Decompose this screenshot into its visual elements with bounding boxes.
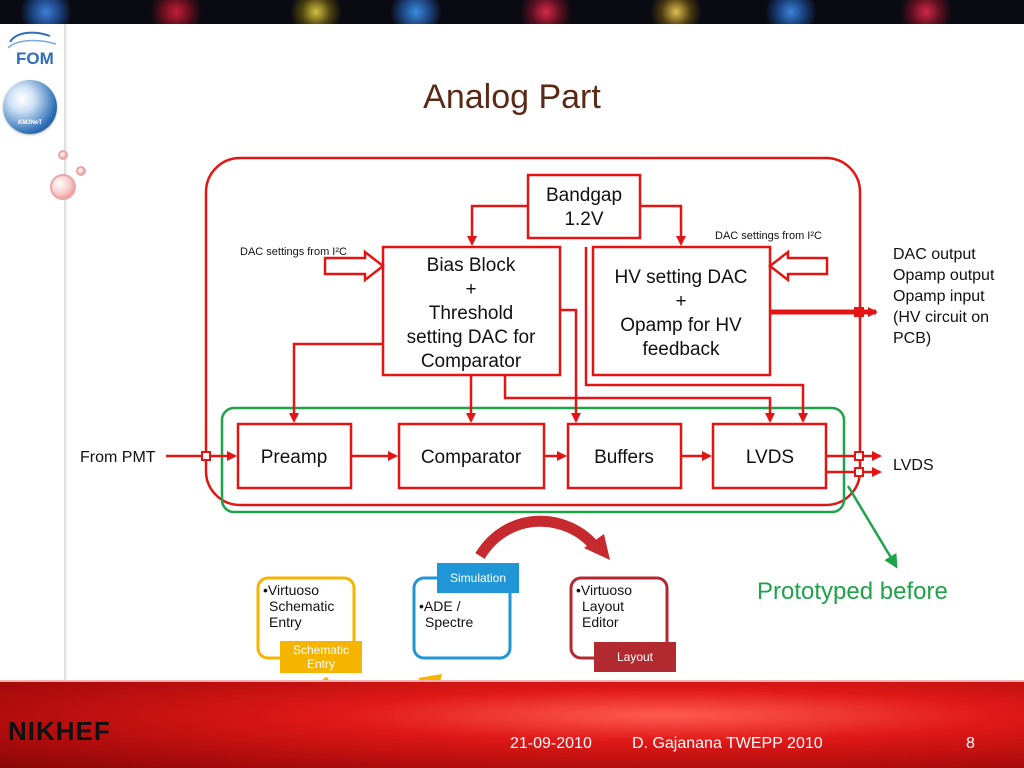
hv-dac-block: HV setting DAC + Opamp for HV feedback	[591, 245, 772, 377]
output-line: (HV circuit on	[893, 309, 989, 326]
footer-author: D. Gajanana TWEPP 2010	[632, 735, 823, 752]
lvds-output-pad	[854, 451, 864, 461]
bandgap-connections	[467, 204, 686, 246]
nikhef-logo: NIKHEF	[8, 716, 111, 746]
output-line: Opamp input	[893, 288, 985, 305]
buffers-block: Buffers	[566, 422, 683, 490]
footer-date: 21-09-2010	[510, 735, 592, 752]
decorative-bubble	[50, 174, 76, 200]
dac-settings-right-label: DAC settings from I²C	[715, 230, 822, 242]
flow-layout: •Virtuoso Layout Editor Layout	[569, 576, 676, 672]
top-banner	[0, 0, 1024, 24]
comparator-label: Comparator	[421, 447, 522, 468]
hv-output-pad	[854, 307, 864, 317]
lvds-output-label: LVDS	[893, 457, 934, 474]
preamp-label: Preamp	[261, 447, 328, 468]
simulation-tag-label: Simulation	[450, 571, 506, 585]
output-line: Opamp output	[893, 267, 995, 284]
prototyped-pointer	[846, 485, 898, 569]
banner-event-graphic	[290, 0, 342, 24]
bias-line: +	[465, 279, 476, 300]
layout-tag-label: Layout	[617, 650, 654, 664]
hv-line: +	[675, 291, 686, 312]
bandgap-block: Bandgap 1.2V	[526, 173, 642, 240]
flow-schematic-item: •Virtuoso	[263, 582, 319, 598]
preamp-block: Preamp	[236, 422, 353, 490]
bias-line: Threshold	[429, 303, 514, 324]
dac-settings-left-arrow	[323, 249, 386, 283]
banner-event-graphic	[650, 0, 702, 24]
fom-logo: FOM	[7, 31, 57, 68]
bias-block: Bias Block + Threshold setting DAC for C…	[381, 245, 562, 377]
bias-line: Bias Block	[427, 255, 516, 276]
decorative-bubble	[58, 150, 68, 160]
lvds-block: LVDS	[711, 422, 828, 490]
flow-arrow-simulation-to-layout	[475, 515, 610, 560]
km3net-logo-text: KM3NeT	[17, 120, 42, 126]
schematic-tag-line: Schematic	[293, 643, 349, 657]
fom-logo-text: FOM	[16, 49, 54, 68]
chip-boundary	[204, 156, 862, 507]
hv-line: Opamp for HV	[620, 315, 742, 336]
flow-simulation-item: Spectre	[425, 614, 473, 630]
comparator-block: Comparator	[397, 422, 546, 490]
output-line: PCB)	[893, 330, 931, 347]
hv-line: feedback	[642, 339, 720, 360]
bias-connections	[289, 247, 808, 423]
flow-schematic: •Virtuoso Schematic Entry Schematic Entr…	[256, 576, 362, 673]
flow-layout-item: Editor	[582, 614, 619, 630]
output-line: DAC output	[893, 246, 976, 263]
flow-simulation: Simulation •ADE / Spectre	[412, 563, 519, 660]
flow-layout-item: Layout	[582, 598, 624, 614]
buffers-label: Buffers	[594, 447, 654, 468]
footer-sheen	[0, 680, 1024, 682]
prototyped-label: Prototyped before	[757, 578, 948, 605]
slide-title: Analog Part	[423, 78, 601, 116]
banner-event-graphic	[765, 0, 817, 24]
prototyped-group	[220, 406, 846, 514]
from-pmt-label: From PMT	[80, 449, 156, 466]
footer-band: NIKHEF 21-09-2010 D. Gajanana TWEPP 2010…	[0, 680, 1024, 768]
km3net-logo: KM3NeT	[3, 80, 57, 134]
bias-line: setting DAC for	[407, 327, 536, 348]
footer-page-number: 8	[966, 735, 975, 752]
bandgap-line: 1.2V	[564, 209, 603, 230]
simulation-tag	[437, 563, 519, 593]
hv-output-connection	[770, 307, 878, 317]
flow-simulation-item: •ADE /	[419, 598, 461, 614]
flow-layout-item: •Virtuoso	[576, 582, 632, 598]
banner-event-graphic	[150, 0, 202, 24]
banner-event-graphic	[520, 0, 572, 24]
decorative-bubble	[76, 166, 86, 176]
dac-settings-right-arrow	[767, 249, 829, 283]
banner-event-graphic	[390, 0, 442, 24]
bandgap-line: Bandgap	[546, 185, 622, 206]
flow-schematic-item: Schematic	[269, 598, 334, 614]
banner-event-graphic	[20, 0, 72, 24]
banner-event-graphic	[900, 0, 952, 24]
dac-settings-left-label: DAC settings from I²C	[240, 246, 347, 258]
hv-line: HV setting DAC	[614, 267, 747, 288]
schematic-entry-tag	[280, 641, 362, 673]
lvds-label: LVDS	[746, 447, 794, 468]
schematic-tag-line: Entry	[307, 657, 335, 671]
layout-tag	[594, 642, 676, 672]
pmt-input-pad	[201, 451, 211, 461]
flow-schematic-item: Entry	[269, 614, 302, 630]
lvds-output-pad	[854, 467, 864, 477]
bias-line: Comparator	[421, 351, 522, 372]
signal-chain-connections	[166, 451, 882, 477]
left-divider	[64, 24, 67, 680]
